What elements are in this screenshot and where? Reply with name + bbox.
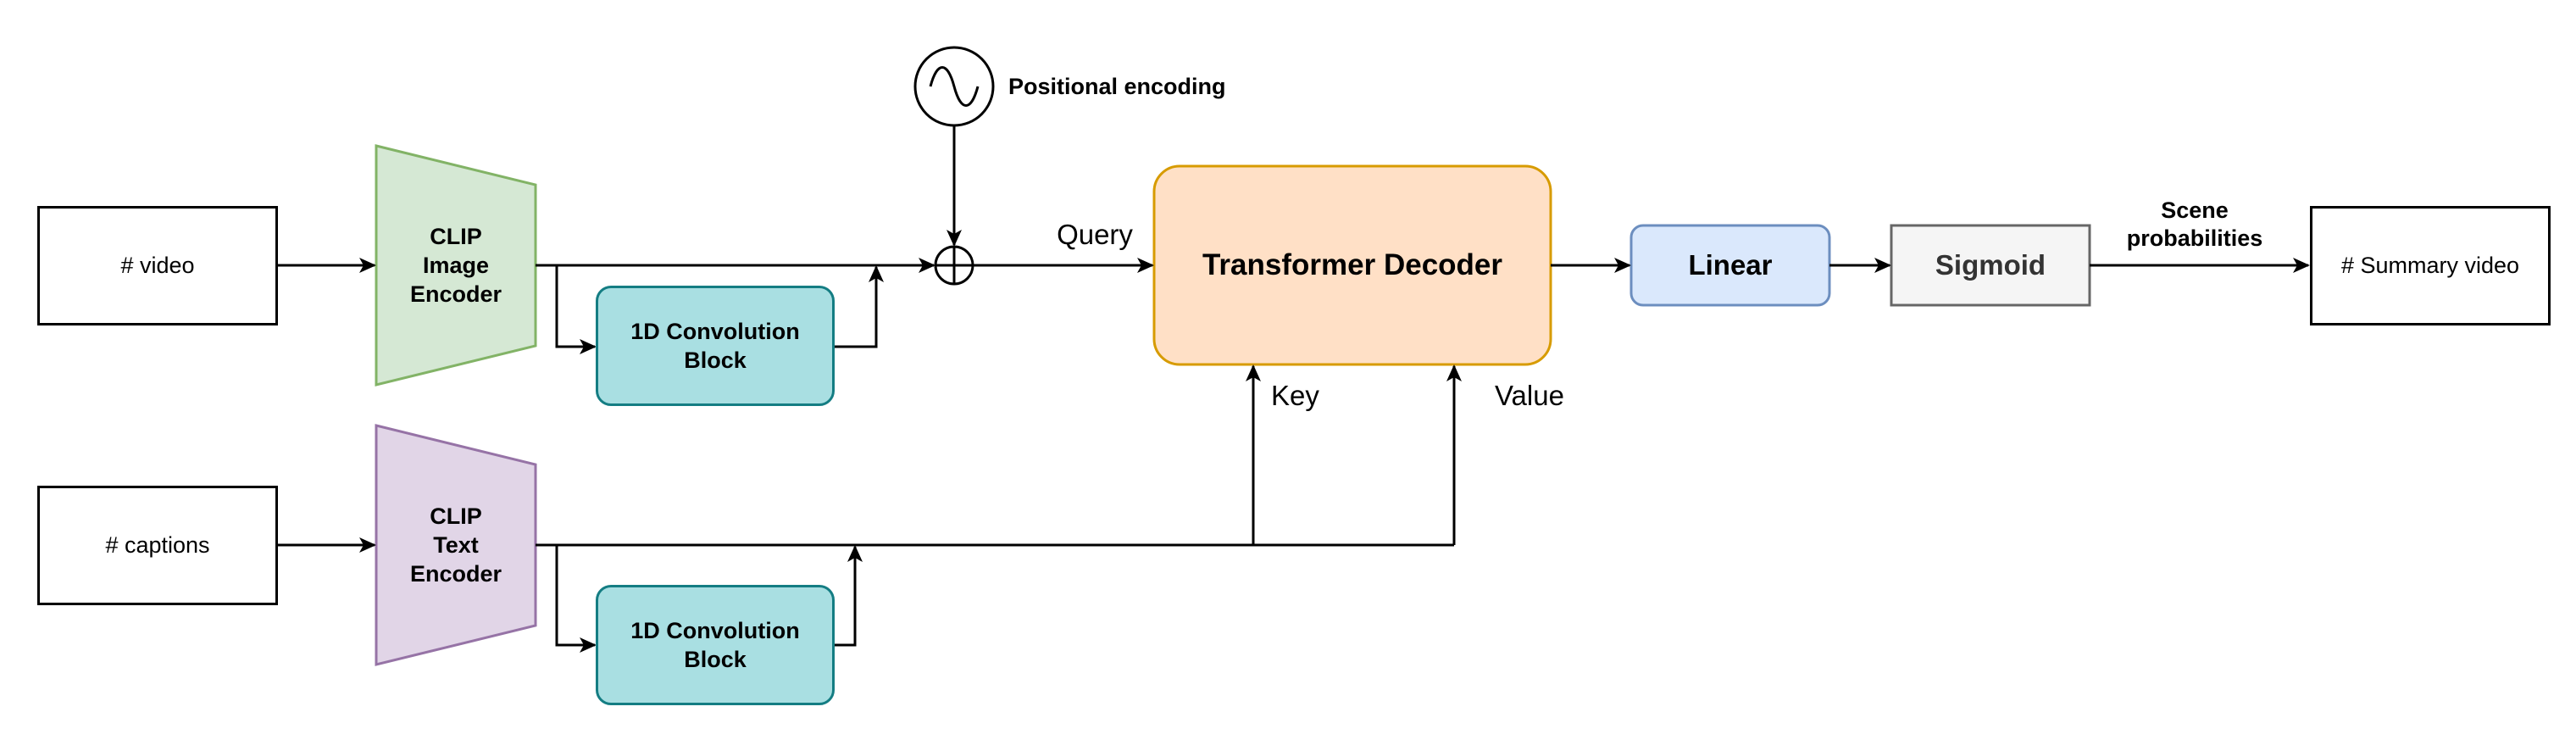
- conv-block-bottom: 1D Convolution Block: [596, 585, 835, 705]
- captions-input-box: # captions: [37, 486, 278, 605]
- text-encoder-shape: [375, 424, 537, 666]
- transformer-decoder-title: Transformer Decoder: [1202, 248, 1503, 281]
- image-encoder-shape: [375, 144, 537, 387]
- sigmoid-label: Sigmoid: [1935, 249, 2046, 281]
- summary-video-label: # Summary video: [2340, 253, 2520, 278]
- summary-video-output-box: # Summary video: [2310, 206, 2551, 325]
- connectors: [278, 125, 2310, 653]
- positional-encoding-label: Positional encoding: [1008, 73, 1226, 99]
- captions-input-label: # captions: [105, 532, 210, 558]
- image-encoder-label: CLIP Image Encoder: [409, 224, 502, 307]
- scene-probabilities-label: Scene probabilities: [2126, 197, 2263, 251]
- value-label: Value: [1495, 380, 1564, 411]
- query-label: Query: [1057, 219, 1133, 250]
- sigmoid-shape: [1890, 224, 2091, 307]
- key-label: Key: [1271, 380, 1319, 411]
- circled-plus-icon: [934, 245, 974, 286]
- text-encoder-label: CLIP Text Encoder: [409, 503, 502, 587]
- conv-block-top: 1D Convolution Block: [596, 286, 835, 406]
- sine-wave-icon: [913, 46, 995, 127]
- video-input-box: # video: [37, 206, 278, 325]
- video-input-label: # video: [120, 253, 195, 278]
- linear-label: Linear: [1688, 249, 1773, 281]
